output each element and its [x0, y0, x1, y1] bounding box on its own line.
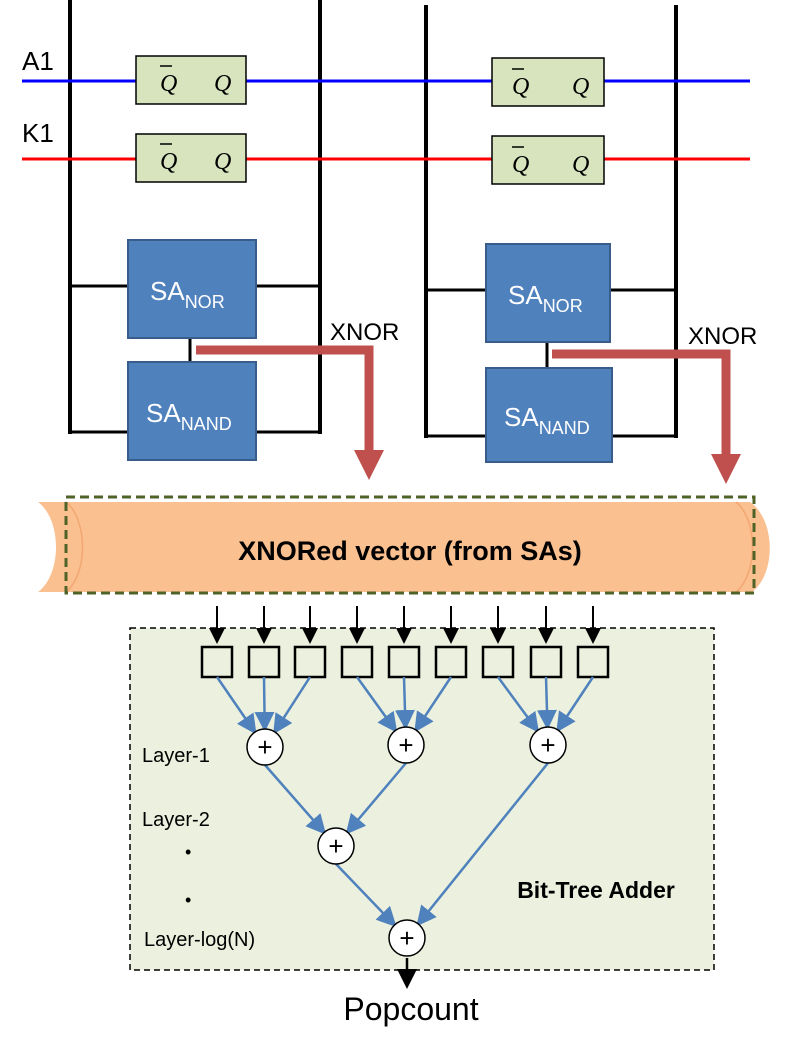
xnor-arrow-left — [196, 345, 384, 480]
sa-label: SANAND — [146, 398, 232, 434]
bit-register — [200, 645, 234, 679]
bit-tree-adder-title: Bit-Tree Adder — [517, 877, 675, 903]
xnor-arrow-right — [552, 349, 741, 484]
memory-cell: Q Q — [135, 55, 247, 105]
xnor-arrow-head — [354, 450, 384, 480]
tree-edge — [496, 676, 540, 733]
wordline-a1-label: A1 — [22, 46, 54, 76]
tree-edge — [345, 762, 407, 835]
column-left — [68, 0, 322, 434]
cell-q-label: Q — [214, 71, 231, 97]
tree-edge — [335, 863, 397, 928]
wordline-k1-label: K1 — [22, 118, 54, 148]
adder-plus-sign: + — [257, 732, 272, 762]
sa-box — [485, 243, 611, 343]
banner-fold-left — [65, 501, 84, 593]
register-row — [200, 645, 610, 679]
cell-qbar-label: Q — [160, 71, 177, 97]
sense-amp-nor-left: SANOR — [127, 239, 257, 339]
bit-register — [434, 645, 468, 679]
sa-sub-text: NOR — [543, 296, 583, 316]
tree-edge — [355, 676, 398, 733]
sa-main-text: SA — [504, 402, 539, 432]
cell-box — [135, 55, 247, 105]
adder-node — [246, 728, 284, 766]
tree-edge — [254, 676, 275, 733]
adder-node — [387, 726, 425, 764]
bit-register — [481, 645, 515, 679]
tree-edge — [414, 676, 453, 733]
bit-register — [247, 645, 281, 679]
tree-edge — [215, 676, 257, 735]
sa-main-text: SA — [150, 276, 185, 306]
sa-main-text: SA — [508, 280, 543, 310]
adder-plus-sign: + — [399, 923, 414, 953]
column-right — [424, 5, 678, 438]
sa-main-text: SA — [146, 398, 181, 428]
layer-dot-1: • — [185, 842, 191, 862]
cell-box — [491, 57, 605, 107]
sense-amp-nand-right: SANAND — [485, 367, 613, 463]
bit-register — [529, 645, 563, 679]
sa-sub-text: NOR — [185, 292, 225, 312]
cell-box — [135, 133, 247, 183]
banner-shape — [38, 502, 770, 592]
tree-edge — [556, 676, 595, 733]
sa-sub-text: NAND — [181, 414, 232, 434]
adder-node — [529, 726, 567, 764]
xnor-label-right: XNOR — [688, 323, 757, 350]
banner-fold-right — [735, 501, 754, 593]
adder-nodes: + + + + + — [246, 726, 567, 957]
xnor-arrow-shaft — [552, 349, 731, 456]
xnored-vector-banner: XNORed vector (from SAs) — [38, 495, 770, 595]
sense-amp-nand-left: SANAND — [127, 361, 257, 461]
layer-logn-label: Layer-log(N) — [144, 929, 255, 951]
xnor-label-left: XNOR — [330, 319, 399, 346]
tree-edges — [215, 676, 595, 928]
sa-sub-text: NAND — [539, 418, 590, 438]
memory-cell: Q Q — [135, 133, 247, 183]
cell-q-label: Q — [214, 149, 231, 175]
xnor-arrow-head — [711, 454, 741, 484]
bit-register — [340, 645, 374, 679]
adder-plus-sign: + — [540, 730, 555, 760]
bit-register — [576, 645, 610, 679]
cell-box — [491, 135, 605, 185]
adder-plus-sign: + — [328, 831, 343, 861]
adder-plus-sign: + — [398, 730, 413, 760]
sa-box — [127, 361, 257, 461]
sa-label: SANAND — [504, 402, 590, 438]
tree-edge — [536, 676, 557, 731]
cell-qbar-label: Q — [512, 74, 529, 100]
bit-tree-adder: + + + + + Layer-1 Layer-2 • • Layer-log(N) B… — [129, 606, 715, 971]
bit-register — [387, 645, 421, 679]
layer-1-label: Layer-1 — [142, 745, 210, 767]
banner-dashed-border — [64, 495, 756, 595]
vector-label: XNORed vector (from SAs) — [238, 536, 582, 566]
sa-box — [485, 367, 613, 463]
popcount-label: Popcount — [343, 991, 478, 1027]
sa-label: SANOR — [508, 280, 583, 316]
tree-edge — [394, 676, 415, 731]
tree-edge — [416, 762, 549, 927]
adder-node — [388, 919, 426, 957]
sense-amp-nor-right: SANOR — [485, 243, 611, 343]
layer-dot-2: • — [185, 890, 191, 910]
adder-node — [317, 827, 355, 865]
input-arrows — [209, 606, 601, 644]
tree-edge — [264, 764, 327, 835]
cell-q-label: Q — [572, 74, 589, 100]
bit-register — [293, 645, 327, 679]
xnor-arrow-shaft — [196, 345, 374, 452]
sa-box — [127, 239, 257, 339]
tree-edge — [273, 676, 312, 735]
cell-q-label: Q — [572, 152, 589, 178]
memory-cell: Q Q — [491, 57, 605, 107]
sa-label: SANOR — [150, 276, 225, 312]
layer-2-label: Layer-2 — [142, 809, 210, 831]
memory-cell: Q Q — [491, 135, 605, 185]
cell-qbar-label: Q — [512, 152, 529, 178]
cell-qbar-label: Q — [160, 149, 177, 175]
